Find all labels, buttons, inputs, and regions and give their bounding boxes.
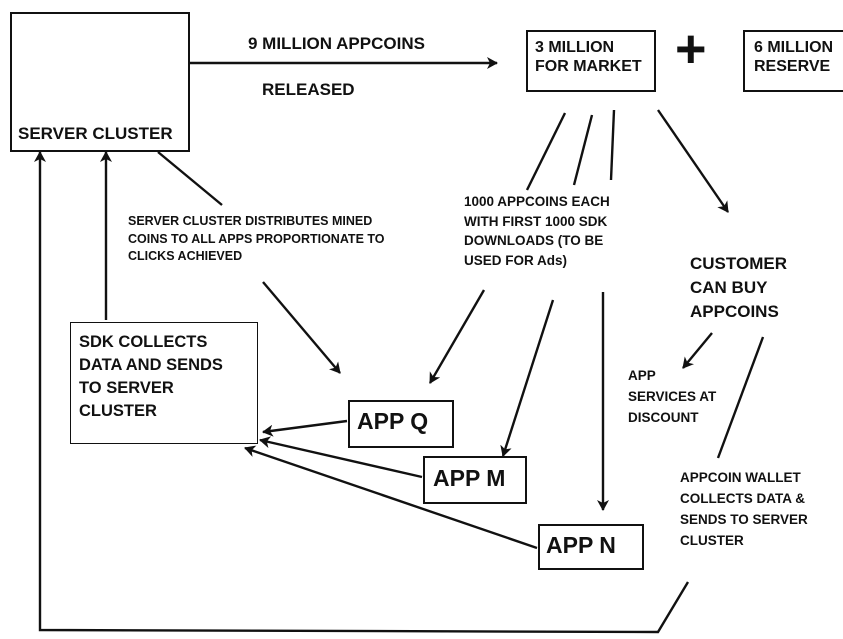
app-n-box	[538, 524, 644, 570]
app-n-to-sdk-arrow	[244, 445, 538, 550]
reserve-box	[743, 30, 843, 92]
server-cluster-label: SERVER CLUSTER	[18, 124, 173, 143]
plus-sign: +	[675, 19, 707, 79]
distribution-line	[157, 151, 223, 206]
app-q-box	[348, 400, 454, 448]
services-arrow	[682, 332, 713, 369]
ads-line-2	[572, 114, 594, 186]
sdk-downloads-note: 1000 APPCOINS EACH WITH FIRST 1000 SDK D…	[464, 194, 610, 268]
sdk-box	[70, 322, 258, 444]
distribution-arrow-to-app-q	[262, 281, 341, 374]
wallet-line	[716, 336, 765, 459]
arrow-to-app-q	[428, 289, 486, 384]
arrow-to-app-m	[500, 299, 555, 457]
ads-line-3	[609, 109, 616, 181]
wallet-note: APPCOIN WALLET COLLECTS DATA & SENDS TO …	[680, 470, 808, 548]
market-label: 3 MILLION FOR MARKET	[535, 39, 642, 76]
app-m-label: APP M	[433, 465, 506, 491]
release-amount-label: 9 MILLION APPCOINS	[248, 34, 425, 53]
app-q-label: APP Q	[357, 408, 429, 434]
market-box	[526, 30, 656, 92]
distribution-note: SERVER CLUSTER DISTRIBUTES MINED COINS T…	[128, 214, 385, 263]
app-q-to-sdk-arrow	[262, 419, 348, 437]
app-m-box	[423, 456, 527, 504]
customer-arrow	[657, 109, 729, 213]
server-cluster-box	[10, 12, 190, 152]
app-n-label: APP N	[546, 532, 616, 558]
app-services-note: APP SERVICES AT DISCOUNT	[628, 368, 717, 425]
sdk-box-label: SDK COLLECTS DATA AND SENDS TO SERVER CL…	[79, 333, 223, 421]
customer-note: CUSTOMER CAN BUY APPCOINS	[690, 254, 787, 321]
wallet-to-server-arrow	[34, 151, 690, 634]
app-m-to-sdk-arrow	[259, 436, 423, 479]
ads-line-1	[525, 112, 567, 191]
reserve-label: 6 MILLION RESERVE	[754, 39, 834, 76]
release-caption: RELEASED	[262, 80, 355, 99]
